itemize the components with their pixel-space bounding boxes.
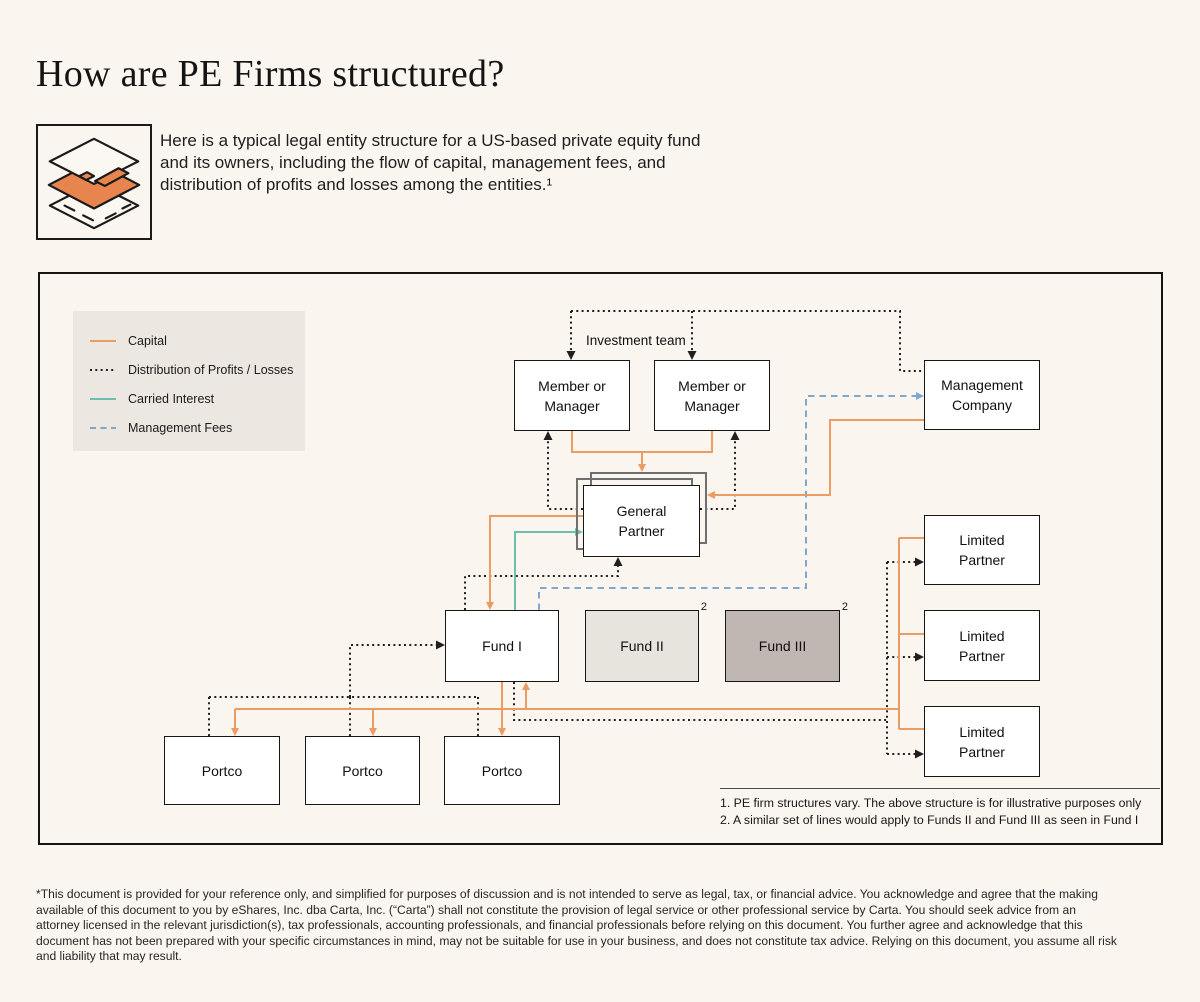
- fund-3-box: Fund III 2: [725, 601, 848, 682]
- distribution-arrow: [464, 557, 623, 610]
- legend: Capital Distribution of Profits / Losses…: [73, 311, 305, 451]
- legend-item-management-fees: Management Fees: [89, 413, 305, 442]
- portco-box-3: Portco: [444, 736, 560, 805]
- limited-partner-box-2: Limited Partner: [924, 610, 1040, 681]
- limited-partner-box-1: Limited Partner: [924, 515, 1040, 585]
- capital-lines: [231, 419, 924, 736]
- capital-swatch: [90, 339, 116, 342]
- layers-icon-frame: [36, 124, 152, 240]
- distribution-arrow: [700, 431, 740, 510]
- intro-line: Here is a typical legal entity structure…: [160, 131, 701, 150]
- footnote-line: 1. PE firm structures vary. The above st…: [720, 796, 1142, 810]
- capital-arrow: [486, 515, 583, 610]
- distribution-swatch: [90, 368, 116, 371]
- disclaimer-line: and liability that may result.: [36, 949, 182, 964]
- fund-1-box: Fund I: [445, 610, 559, 682]
- capital-line: [571, 431, 713, 453]
- management-company-box: Management Company: [924, 360, 1040, 430]
- intro-text: Here is a typical legal entity structure…: [160, 130, 701, 196]
- footnote-ref-2: 2: [700, 601, 707, 613]
- management-fee-arrow: [538, 392, 924, 610]
- footnotes: 1. PE firm structures vary. The above st…: [720, 795, 1141, 828]
- distribution-line: [513, 682, 887, 721]
- portco-box-2: Portco: [305, 736, 420, 805]
- distribution-arrow: [349, 640, 445, 697]
- intro-line: and its owners, including the flow of ca…: [160, 153, 666, 172]
- member-or-manager-box-1: Member or Manager: [514, 360, 630, 431]
- member-or-manager-box-2: Member or Manager: [654, 360, 770, 431]
- legend-label: Distribution of Profits / Losses: [128, 362, 294, 377]
- general-partner-box: General Partner: [583, 485, 700, 557]
- legend-item-carried-interest: Carried Interest: [89, 384, 305, 413]
- disclaimer-line: available of this document to you by eSh…: [36, 902, 1076, 917]
- carried-interest-arrow: [514, 528, 583, 610]
- legend-label: Carried Interest: [128, 391, 215, 406]
- carried-interest-lines: [514, 528, 583, 610]
- distribution-arrow: [543, 431, 583, 510]
- distribution-line: [571, 310, 924, 372]
- footnote-line: 2. A similar set of lines would apply to…: [720, 812, 1139, 827]
- footnote-divider: [720, 788, 1160, 789]
- disclaimer-line: *This document is provided for your refe…: [36, 887, 1098, 901]
- page-title: How are PE Firms structured?: [36, 53, 505, 95]
- disclaimer-line: attorney licensed in the relevant jurisd…: [36, 918, 1083, 933]
- fund-2-box: Fund II 2: [585, 601, 707, 682]
- footnote-ref-2: 2: [841, 601, 848, 613]
- legend-item-capital: Capital: [89, 326, 305, 355]
- disclaimer-line: document has not been prepared with your…: [36, 933, 1117, 948]
- distribution-lines: [208, 310, 924, 759]
- legend-label: Management Fees: [128, 420, 233, 435]
- legal-disclaimer: *This document is provided for your refe…: [36, 887, 1168, 965]
- investment-team-label: Investment team: [586, 333, 686, 348]
- legend-item-distribution: Distribution of Profits / Losses: [89, 355, 305, 384]
- limited-partner-box-3: Limited Partner: [924, 706, 1040, 777]
- carried-interest-swatch: [90, 397, 116, 400]
- legend-label: Capital: [128, 333, 167, 348]
- management-fee-lines: [538, 392, 924, 610]
- capital-arrow: [707, 419, 924, 499]
- layers-icon: [47, 137, 141, 230]
- management-fees-swatch: [90, 426, 116, 429]
- entity-structure-diagram: Capital Distribution of Profits / Losses…: [38, 272, 1163, 845]
- portco-box-1: Portco: [164, 736, 280, 805]
- intro-line: distribution of profits and losses among…: [160, 175, 553, 194]
- diagram-connectors: [208, 310, 924, 759]
